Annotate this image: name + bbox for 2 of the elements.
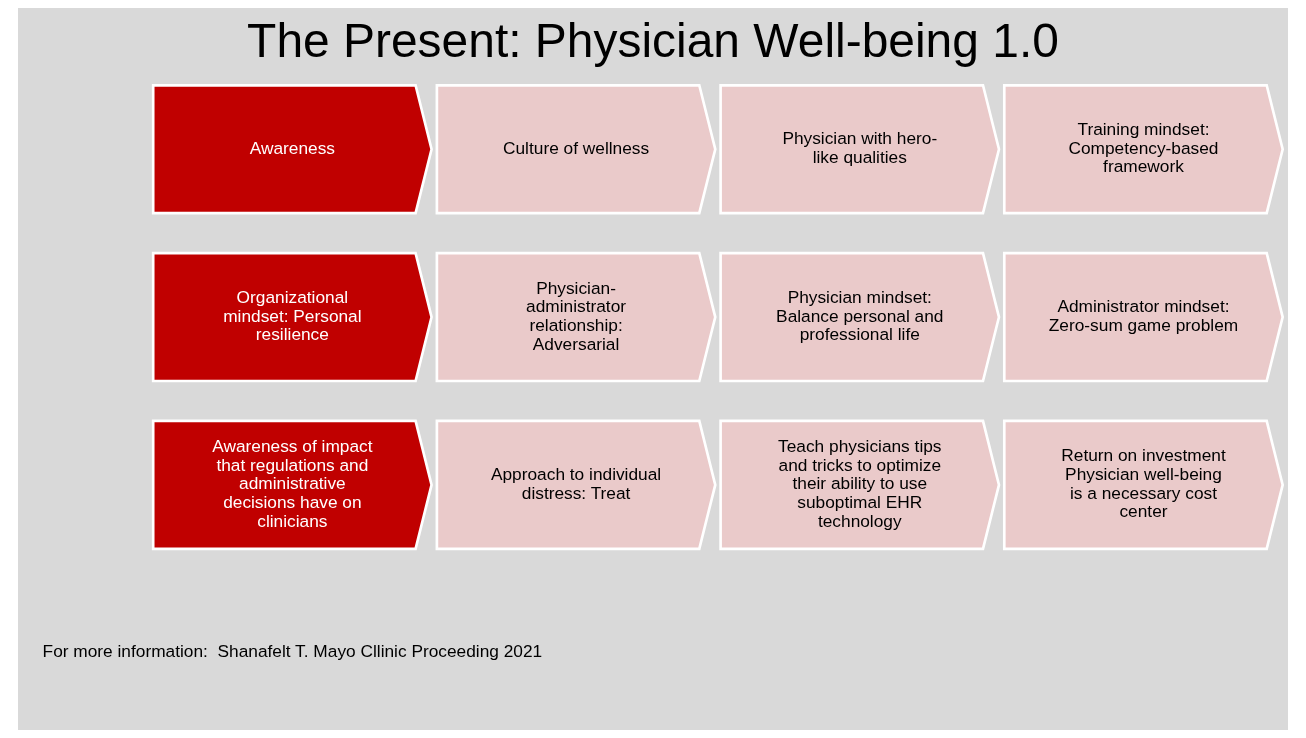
caption: For more information: Shanafelt T. Mayo Cllinic Proceeding 2021 (42, 641, 543, 662)
diagram-title: The Present: Physician Well-being 1.0 (247, 14, 1059, 68)
